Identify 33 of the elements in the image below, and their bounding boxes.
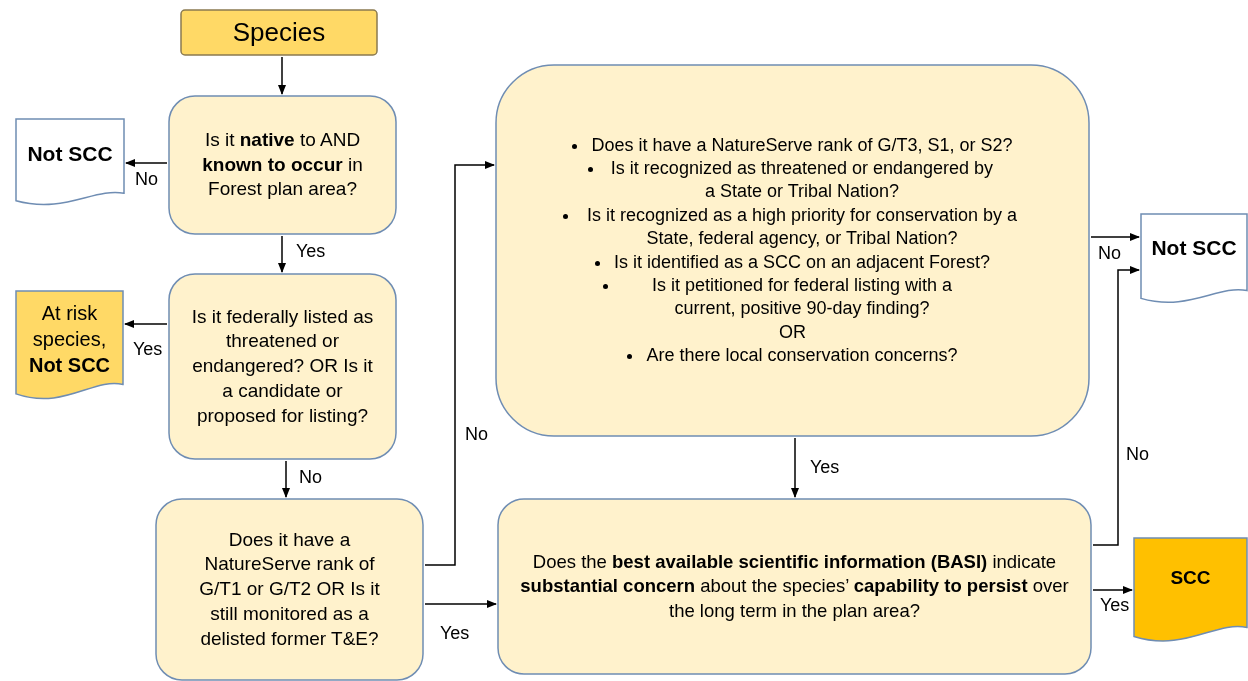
arrow	[1092, 266, 1140, 546]
arrow	[1092, 586, 1133, 594]
decision-box	[495, 64, 1090, 437]
decision-box	[168, 273, 397, 460]
arrow	[424, 600, 497, 608]
node-text: Does the best available scientific information (BASI) indicate substantial concern about the species’ capability to persist over the long term in the plan area?	[519, 550, 1070, 623]
decision-box	[168, 95, 397, 235]
node-text: Is it federally listed as threatened or endangered? OR Is it a candidate or proposed for listing?	[190, 304, 375, 428]
arrow	[278, 56, 286, 95]
criterion-text: Are there local conservation concerns?	[646, 344, 958, 368]
criterion-text: Is it recognized as threatened or endangered by a State or Tribal Nation?	[609, 156, 995, 204]
node-text: Not SCC	[1151, 234, 1237, 261]
node-text: SCC	[1170, 566, 1211, 591]
arrow	[282, 460, 290, 498]
arrow	[125, 159, 168, 167]
arrow	[791, 437, 799, 498]
criterion-text: Is it identified as a SCC on an adjacent Forest?	[613, 250, 991, 274]
node-text: Does it have a NatureServe rank of G/T1 or G/T2 OR Is it still monitored as a delisted former T&E?	[198, 527, 381, 651]
node-text: At risk species, Not SCC	[27, 301, 112, 378]
criterion-text: Is it recognized as a high priority for conservation by a State, federal agency, or Tribal Nation?	[585, 203, 1019, 251]
criterion-text: Does it have a NatureServe rank of G/T3, S1, or S2?	[591, 133, 1013, 157]
criterion-text: OR	[779, 320, 806, 344]
start-box	[180, 9, 378, 56]
arrow	[124, 320, 168, 328]
node-text: Species	[232, 15, 326, 49]
node-text: Is it native to AND known to occur in Forest plan area?	[201, 127, 364, 202]
arrow	[278, 235, 286, 273]
decision-box	[155, 498, 424, 681]
node-text: Not SCC	[27, 141, 113, 168]
criterion-text: Is it petitioned for federal listing with a current, positive 90-day finding?	[650, 273, 954, 321]
arrow	[424, 161, 495, 566]
decision-box	[497, 498, 1092, 675]
arrow	[1090, 233, 1140, 241]
